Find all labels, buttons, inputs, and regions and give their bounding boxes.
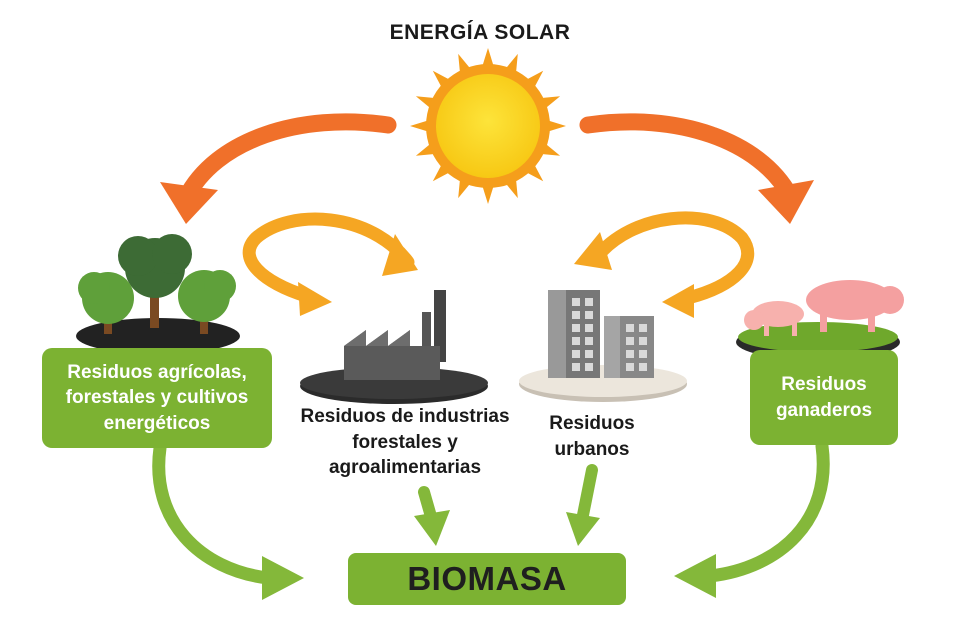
- sun-ray: [545, 119, 566, 133]
- biomass-target-label: BIOMASA: [407, 560, 567, 597]
- building-window: [626, 350, 634, 358]
- building-window: [585, 311, 593, 319]
- arrow-industrial-to-biomass: [414, 486, 450, 546]
- building-window: [572, 363, 580, 371]
- node-livestock-label: Residuos ganaderos: [775, 373, 873, 421]
- node-agricultural-box: Residuos agrícolas, forestales y cultivo…: [42, 348, 272, 448]
- arrow-sun-to-agricultural: [160, 113, 397, 224]
- building-window: [585, 324, 593, 332]
- node-urban-label: Residuos urbanos: [549, 413, 635, 460]
- building-window: [626, 337, 634, 345]
- arrow-urban-to-biomass: [566, 464, 600, 546]
- building-window: [639, 350, 647, 358]
- arrow-agricultural-to-biomass: [152, 441, 304, 600]
- building-window: [585, 350, 593, 358]
- sun-ray: [481, 48, 495, 69]
- building-window: [639, 337, 647, 345]
- building-window: [585, 298, 593, 306]
- node-agricultural-label: Residuos agrícolas, forestales y cultivo…: [65, 361, 249, 434]
- arrow-livestock-to-biomass: [674, 439, 830, 598]
- building-window: [626, 363, 634, 371]
- building-window: [572, 298, 580, 306]
- building-window: [626, 324, 634, 332]
- building-window: [639, 324, 647, 332]
- city-buildings-icon: [519, 290, 687, 402]
- sun-icon: [410, 48, 566, 204]
- building-window: [585, 363, 593, 371]
- arrow-sun-to-urban: [574, 211, 755, 318]
- sun-ray: [481, 183, 495, 204]
- factory-icon: [300, 290, 488, 404]
- building-window: [572, 337, 580, 345]
- trees-icon: [76, 234, 240, 354]
- building-window: [585, 337, 593, 345]
- building-window: [572, 350, 580, 358]
- arrow-sun-to-livestock: [579, 113, 814, 224]
- arrow-sun-to-industrial: [242, 212, 418, 316]
- pigs-icon: [736, 280, 904, 360]
- sun-ray: [410, 119, 431, 133]
- node-livestock-box: Residuos ganaderos: [750, 350, 898, 445]
- building-window: [572, 311, 580, 319]
- building-window: [639, 363, 647, 371]
- node-industrial-label: Residuos de industrias forestales y agro…: [300, 406, 510, 479]
- solar-energy-title: ENERGÍA SOLAR: [389, 21, 571, 44]
- biomass-target-box: BIOMASA: [348, 553, 626, 605]
- building-window: [572, 324, 580, 332]
